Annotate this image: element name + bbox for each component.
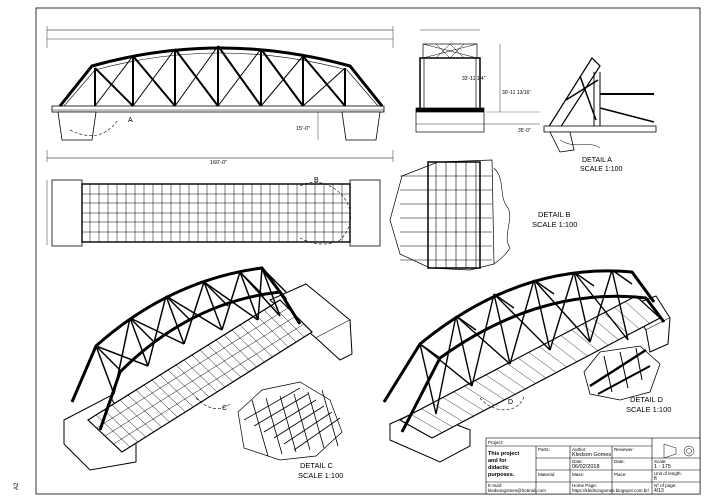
bridge-plan-view [46, 179, 381, 247]
title-block-text: Project: This project and for didactic p… [488, 440, 682, 494]
title-block [485, 437, 701, 495]
bridge-elevation [46, 26, 394, 162]
tb-page: 4/13 [654, 488, 664, 494]
callout-d: D [508, 399, 513, 406]
tb-page-label: Nº of page: [654, 483, 676, 488]
tb-scale: 1 : 175 [654, 464, 671, 470]
sheet-size-label: A2 [14, 482, 20, 490]
detail-c-drawing [237, 381, 343, 461]
tb-project-note-2: and for [488, 458, 507, 464]
tb-date-label: Date: [572, 459, 583, 464]
detail-d-drawing [583, 345, 661, 401]
tb-author-label: Author: [572, 447, 587, 452]
callout-c: C [222, 405, 227, 412]
tb-project-label: Project: [488, 440, 503, 445]
sheet-border [35, 7, 701, 495]
detail-a-title: DETAIL A [582, 157, 612, 164]
detail-b-drawing [389, 159, 511, 271]
detail-c-scale: SCALE 1:100 [298, 471, 343, 480]
tb-project-note-4: purposes. [488, 472, 515, 478]
tb-email-label: E-mail: [488, 483, 502, 488]
tb-date2-label: Date: [614, 459, 625, 464]
detail-b-title: DETAIL B [538, 210, 571, 219]
tb-reviewer-label: Reviewer: [614, 447, 634, 452]
tb-scale-label: Scale: [654, 459, 667, 464]
tb-date: 06/02/2018 [572, 464, 600, 470]
end-view-dim-width: 35'-0" [518, 128, 531, 134]
tb-unit-label: Unit of length: [654, 471, 682, 476]
tb-project-note-1: This project [488, 451, 519, 457]
detail-d-scale: SCALE 1:100 [626, 405, 671, 414]
bridge-isometric-c [63, 266, 353, 471]
bridge-end-view [415, 29, 540, 133]
detail-a-drawing [543, 57, 657, 153]
tb-unit: ft [654, 476, 657, 482]
tb-parts-label: Parts: [538, 447, 550, 452]
tb-home-label: Home Page: [572, 483, 597, 488]
end-view-dim-height-2: 30'-11 13/16" [502, 90, 531, 96]
tb-project-note-3: didactic [488, 465, 509, 471]
detail-c-title: DETAIL C [300, 461, 334, 470]
tb-place-label: Place: [614, 472, 627, 477]
tb-material-label: Material: [538, 472, 555, 477]
detail-b-scale: SCALE 1:100 [532, 220, 577, 229]
bridge-isometric-d [382, 269, 671, 463]
tb-home: https://kledsongomes.blogspot.com.br/ [572, 488, 650, 493]
callout-b: B [314, 177, 319, 184]
elevation-clearance-dim: 15'-0" [296, 126, 310, 132]
detail-d-title: DETAIL D [630, 395, 664, 404]
tb-email: kledsongomes@hotmail.com [488, 488, 546, 493]
elevation-length-dim: 160'-0" [210, 160, 227, 166]
callout-a: A [128, 117, 133, 124]
end-view-dim-height-1: 33'-11 1/4" [462, 76, 486, 82]
tb-mass-label: Mass: [572, 472, 584, 477]
tb-author: Kledson Gomes [572, 452, 611, 458]
detail-a-scale: SCALE 1:100 [580, 166, 623, 173]
